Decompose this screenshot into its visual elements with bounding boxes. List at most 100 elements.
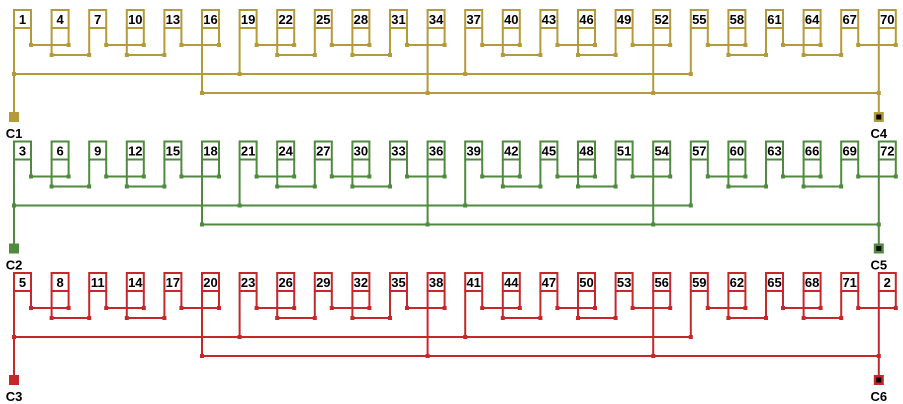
coil-box [313, 140, 333, 161]
coil-label: 54 [654, 144, 669, 159]
junction-dot [613, 184, 618, 189]
junction-dot [66, 43, 71, 47]
coil-label: 57 [692, 144, 706, 159]
coil-label: 26 [278, 275, 292, 290]
coil-box [13, 140, 32, 161]
coil-label: 43 [542, 12, 556, 27]
coil-box [464, 272, 484, 292]
junction-dot [517, 306, 522, 310]
coil-box [50, 272, 70, 292]
coil-label: 60 [730, 144, 744, 159]
coil-label: 7 [94, 12, 101, 27]
junction-dot [651, 91, 656, 95]
coil-box [313, 9, 333, 29]
coil-label: 15 [166, 144, 180, 159]
coil-box [652, 9, 672, 29]
junction-dot [292, 174, 297, 179]
coil-box [877, 272, 897, 292]
coil-box [351, 272, 371, 292]
coil-label: 4 [56, 12, 64, 27]
coil-box [238, 9, 258, 29]
coil-box [238, 272, 258, 292]
junction-dot [517, 43, 522, 47]
coil-label: 36 [429, 144, 443, 159]
coil-box [689, 140, 709, 161]
coil-box [125, 272, 145, 292]
coil-box [727, 9, 747, 29]
junction-dot [839, 53, 844, 57]
junction-dot [162, 53, 167, 57]
coil-box [351, 9, 371, 29]
start-terminal [9, 375, 19, 385]
coil-label: 61 [767, 12, 781, 27]
coil-box [163, 272, 183, 292]
coil-box [389, 140, 408, 161]
junction-dot [743, 306, 748, 310]
junction-dot [87, 53, 92, 57]
coil-label: 3 [19, 144, 26, 159]
coil-label: 67 [842, 12, 856, 27]
junction-dot [668, 306, 673, 310]
coil-box [802, 272, 822, 292]
coil-label: 19 [241, 12, 255, 27]
coil-label: 35 [391, 275, 405, 290]
coil-box [765, 9, 784, 29]
coil-label: 40 [504, 12, 518, 27]
junction-dot [538, 53, 543, 57]
junction-dot [668, 43, 673, 47]
coil-label: 53 [617, 275, 631, 290]
coil-box [201, 140, 220, 161]
junction-dot [818, 174, 823, 179]
junction-dot [839, 316, 844, 320]
junction-dot [764, 316, 768, 320]
start-terminal-label: C1 [6, 126, 23, 141]
coil-box [614, 272, 634, 292]
junction-dot [425, 222, 430, 227]
coil-box [577, 9, 596, 29]
junction-dot [538, 316, 543, 320]
junction-dot [237, 72, 242, 76]
coil-label: 51 [617, 144, 631, 159]
junction-dot [162, 184, 167, 189]
junction-dot [200, 222, 204, 227]
coil-box [727, 272, 747, 292]
coil-box [877, 9, 897, 29]
coil-box [840, 9, 860, 29]
junction-dot [367, 43, 372, 47]
coil-label: 42 [504, 144, 518, 159]
junction-dot [463, 335, 468, 339]
end-terminal-center [876, 246, 882, 251]
junction-dot [893, 306, 898, 310]
junction-dot [200, 354, 204, 358]
coil-label: 11 [91, 275, 105, 290]
junction-dot [237, 335, 242, 339]
end-terminal-label: C5 [870, 258, 887, 273]
coil-box [426, 272, 446, 292]
coil-box [840, 140, 860, 161]
junction-dot [818, 306, 823, 310]
coil-box [877, 140, 897, 161]
junction-dot [593, 43, 597, 47]
coil-box [765, 140, 784, 161]
coil-label: 66 [805, 144, 819, 159]
coil-box [614, 9, 634, 29]
coil-label: 21 [241, 144, 255, 159]
coil-box [163, 140, 183, 161]
coil-box [13, 9, 32, 29]
coil-box [464, 140, 484, 161]
junction-dot [651, 354, 656, 358]
coil-label: 23 [241, 275, 255, 290]
coil-box [201, 9, 220, 29]
coil-box [163, 9, 183, 29]
coil-label: 2 [884, 275, 891, 290]
coil-box [802, 140, 822, 161]
coil-label: 14 [128, 275, 143, 290]
coil-label: 1 [19, 12, 26, 27]
coil-label: 52 [654, 12, 668, 27]
coil-box [802, 9, 822, 29]
coil-box [464, 9, 484, 29]
junction-dot [87, 316, 92, 320]
coil-box [88, 9, 108, 29]
start-terminal [9, 112, 19, 122]
coil-box [577, 140, 596, 161]
